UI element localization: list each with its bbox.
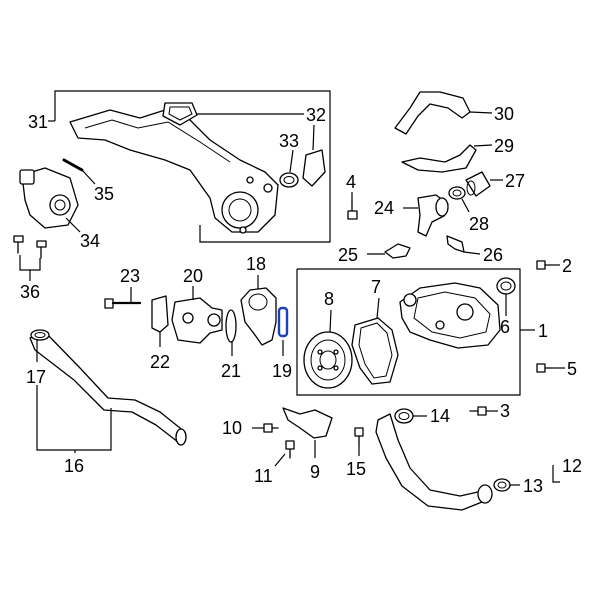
bolt-11 [285,440,295,459]
lower-middle-parts [252,407,333,467]
callout-3: 3 [500,401,510,421]
pipe-16 [29,331,186,443]
bracket-22 [151,295,169,333]
bolt-2 [536,260,553,270]
callout-13: 13 [523,476,543,496]
bolt-10 [263,423,279,433]
seal-33 [279,172,299,188]
box-31 [54,90,331,243]
callout-6: 6 [500,317,510,337]
callout-8: 8 [324,289,334,309]
callout-30: 30 [494,104,514,124]
callout-10: 10 [222,418,242,438]
callout-33: 33 [279,131,299,151]
callout-34: 34 [80,231,100,251]
oring-14 [394,408,414,424]
box-1 [296,268,521,396]
callout-32: 32 [306,105,326,125]
bolt-5 [536,363,555,373]
seal-6 [496,277,516,295]
callout-14: 14 [430,406,450,426]
hose-12 [375,413,483,511]
callout-21: 21 [221,361,241,381]
bracket-25 [384,243,411,259]
bracket-29 [401,144,477,173]
bolt-3 [469,406,487,416]
callout-28: 28 [469,214,489,234]
pump-body [399,282,501,349]
thermostat-group [13,158,96,281]
housing-18 [240,287,277,346]
bolt-15 [354,427,364,447]
callout-26: 26 [483,245,503,265]
lower-right-parts [354,406,560,511]
callout-35: 35 [94,184,114,204]
gasket-19-highlighted[interactable] [277,306,289,338]
callout-29: 29 [494,136,514,156]
clamp-13 [493,478,511,492]
bracket-32 [302,149,326,187]
callout-23: 23 [120,266,140,286]
assembly-20 [171,297,223,344]
bolt-23 [104,298,142,309]
callout-9: 9 [310,462,320,482]
pipe-group-16 [29,329,187,453]
callout-20: 20 [183,266,203,286]
oring-28 [448,186,466,200]
callout-16: 16 [64,456,84,476]
housing-bore [221,191,259,229]
water-pump-group-1 [296,268,565,396]
callout-22: 22 [150,352,170,372]
clip-26 [446,235,465,253]
callout-17: 17 [26,367,46,387]
callout-7: 7 [371,277,381,297]
middle-parts [104,275,289,356]
bolt-36b [36,240,47,259]
gasket-7 [351,317,399,385]
callout-15: 15 [346,459,366,479]
bracket-30 [394,91,471,135]
callout-12: 12 [562,456,582,476]
seal-17 [30,329,50,341]
callout-36: 36 [20,282,40,302]
housing-group-31 [48,90,331,243]
fitting-27 [465,171,491,197]
callout-1: 1 [538,321,548,341]
callout-11: 11 [254,466,273,486]
gasket-32 [162,102,198,126]
bolt-36a [13,235,24,254]
callout-27: 27 [505,171,525,191]
bracket-9 [282,407,333,439]
callout-labels: 31 32 33 35 34 36 30 29 27 4 24 28 25 26… [20,104,582,496]
gasket-21 [225,309,237,343]
callout-24: 24 [374,198,394,218]
bolt-4 [347,198,358,220]
callout-4: 4 [346,172,356,192]
callout-25: 25 [338,245,358,265]
callout-5: 5 [567,359,577,379]
upper-right-parts [347,91,560,270]
callout-18: 18 [246,254,266,274]
callout-2: 2 [562,256,572,276]
callout-31: 31 [28,112,48,132]
callout-19: 19 [272,361,292,381]
